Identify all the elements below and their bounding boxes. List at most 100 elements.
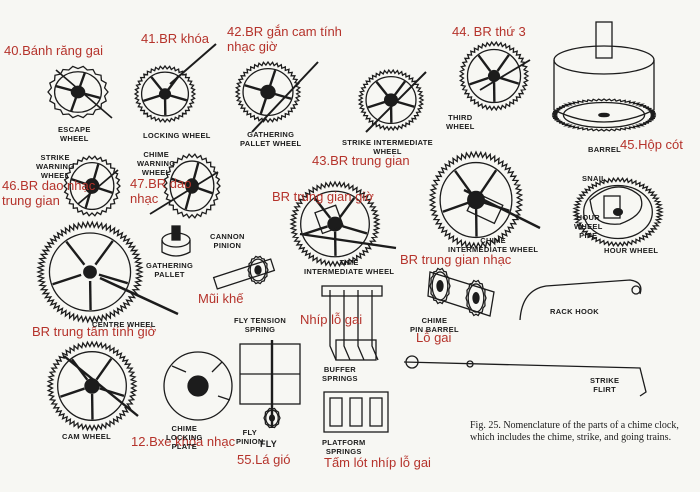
time-intermediate-wheel-arbor <box>299 232 397 250</box>
label-strike-warning-wheel: STRIKE WARNING WHEEL <box>36 153 75 180</box>
label-chime-warning-vi: 47.BR dao nhạc <box>130 176 192 206</box>
chime-pin-barrel-gear <box>429 267 451 305</box>
buffer-springs-drawing <box>335 339 377 361</box>
label-strike-flirt: STRIKE FLIRT <box>590 376 620 394</box>
label-escape-wheel-vi: 40.Bánh răng gai <box>4 43 104 58</box>
label-cam-wheel: CAM WHEEL <box>62 432 111 441</box>
label-barrel-vi: 45.Hộp cót <box>620 137 683 152</box>
label-centre-wheel-vi: BR trung tâm tính giờ <box>32 324 157 339</box>
strike-warning-wheel-arbor <box>77 169 119 205</box>
strike-flirt-drawing <box>403 361 647 397</box>
label-chime-locking-plate: CHIME LOCKING PLATE <box>166 424 203 451</box>
hammer-spring-1 <box>329 290 337 361</box>
hammer-spring-4 <box>371 290 379 361</box>
label-chime-warning-wheel: CHIME WARNING WHEEL <box>137 150 176 177</box>
cannon-pinion-gear <box>247 255 269 285</box>
label-gathering-pallet-wheel: GATHERING PALLET WHEEL <box>240 130 302 148</box>
label-buffer-springs: BUFFER SPRINGS <box>322 365 358 383</box>
chime-locking-plate-notches <box>171 361 231 401</box>
label-strike-intermediate-wheel: STRIKE INTERMEDIATE WHEEL <box>342 138 433 156</box>
label-time-intermediate-vi: BR trung gian giờ <box>272 189 374 204</box>
label-fly-vi: 55.Lá gió <box>237 452 291 467</box>
locking-wheel-arbor <box>169 43 217 85</box>
label-hour-wheel: HOUR WHEEL <box>604 246 659 255</box>
hammer-spring-2 <box>343 290 351 361</box>
hammer-spring-3 <box>357 290 365 361</box>
label-escape-wheel: ESCAPE WHEEL <box>58 125 91 143</box>
label-hour-wheel-pipe: HOUR WHEEL PIPE <box>574 213 603 240</box>
label-strike-intermediate-vi: 43.BR trung gian <box>312 153 410 168</box>
cam-wheel-drawing <box>46 340 138 432</box>
centre-wheel-drawing <box>36 220 144 324</box>
third-wheel-drawing <box>458 40 530 112</box>
barrel-top <box>553 45 655 75</box>
hour-wheel-pipe-drawing <box>603 195 621 219</box>
label-strike-warning-vi: 46.BR dao nhạc trung gian <box>2 178 96 208</box>
label-gathering-pallet: GATHERING PALLET <box>146 261 194 279</box>
label-snail: SNAIL <box>582 174 606 183</box>
label-third-wheel: THIRD WHEEL <box>446 113 475 131</box>
label-fly-pinion: FLY PINION <box>236 428 264 446</box>
chime-intermediate-wheel-arbor <box>463 188 541 230</box>
label-time-intermediate-wheel: TIME INTERMEDIATE WHEEL <box>304 258 395 276</box>
label-chime-intermediate-wheel: CHIME INTERMEDIATE WHEEL <box>448 236 539 254</box>
chime-pin-barrel-gear-2 <box>465 279 487 317</box>
label-barrel: BARREL <box>588 145 622 154</box>
chime-warning-wheel-drawing <box>163 153 221 219</box>
rack-hook-drawing <box>519 279 642 321</box>
label-locking-wheel-vi: 41.BR khóa <box>141 31 209 46</box>
barrel-arbor <box>595 21 613 59</box>
clock-parts-drawing <box>36 21 664 433</box>
locking-wheel-drawing <box>133 64 197 124</box>
platform-spring-slot-3 <box>369 397 383 427</box>
label-chime-pin-barrel-vi: Lỗ gai <box>416 330 452 345</box>
snail-drawing <box>589 186 643 225</box>
platform-spring-slot-1 <box>329 397 343 427</box>
platform-springs-drawing <box>323 391 389 433</box>
chime-warning-wheel-arbor <box>149 171 219 215</box>
chime-locking-plate-drawing <box>163 351 233 421</box>
cannon-pinion-tube <box>212 258 276 290</box>
cam-wheel-arbor <box>63 355 139 417</box>
chime-intermediate-pinion <box>466 191 504 225</box>
label-third-wheel-vi: 44. BR thứ 3 <box>452 24 526 39</box>
label-hammer-springs-vi: Nhíp lỗ gai <box>300 312 363 327</box>
label-gathering-cam-vi: 42.BR gắn cam tính nhạc giờ <box>227 24 342 54</box>
chime-intermediate-wheel-drawing <box>428 150 524 250</box>
centre-wheel-arbor <box>99 276 179 316</box>
time-intermediate-wheel-drawing <box>289 180 381 268</box>
label-centre-wheel: CENTRE WHEEL <box>92 320 156 329</box>
gathering-pallet-pin <box>171 225 181 241</box>
label-chime-locking-vi: 12.Bxe khóa nhạc <box>131 434 236 449</box>
strike-warning-wheel-drawing <box>63 155 121 217</box>
label-chime-intermediate-vi: BR trung gian nhạc <box>400 252 512 267</box>
label-rack-hook: RACK HOOK <box>550 307 599 316</box>
barrel-gear-drawing <box>551 98 657 132</box>
fly-pinion-gear <box>263 407 281 429</box>
time-intermediate-pinion <box>314 204 344 235</box>
label-chime-pin-barrel: CHIME PIN BARREL <box>410 316 459 334</box>
strike-intermediate-wheel-arbor <box>365 71 427 133</box>
label-cannon-pinion: CANNON PINION <box>210 232 245 250</box>
platform-spring-slot-2 <box>349 397 363 427</box>
gathering-pallet-body <box>161 240 191 257</box>
gathering-pallet-wheel-arbor <box>251 61 319 133</box>
label-platform-springs: PLATFORM SPRINGS <box>322 438 366 456</box>
label-locking-wheel: LOCKING WHEEL <box>143 131 211 140</box>
strike-flirt-stud <box>466 360 474 368</box>
figure-caption: Fig. 25. Nomenclature of the parts of a … <box>470 420 679 443</box>
label-fly: FLY <box>260 439 278 449</box>
escape-wheel-arbor <box>55 69 113 119</box>
third-wheel-arbor <box>479 59 531 91</box>
label-cannon-pinion-vi: Mũi khế <box>198 291 244 306</box>
rack-hook-pivot <box>631 285 641 295</box>
strike-intermediate-wheel-drawing <box>357 68 425 132</box>
strike-flirt-pivot <box>405 355 419 369</box>
hammer-springs-block <box>321 285 383 297</box>
escape-wheel-drawing <box>47 65 109 119</box>
chime-locking-plate-hub <box>187 375 209 397</box>
barrel-body <box>553 60 655 123</box>
label-fly-tension-spring: FLY TENSION SPRING <box>234 316 287 334</box>
label-platform-springs-vi: Tấm lót nhíp lỗ gai <box>324 455 431 470</box>
